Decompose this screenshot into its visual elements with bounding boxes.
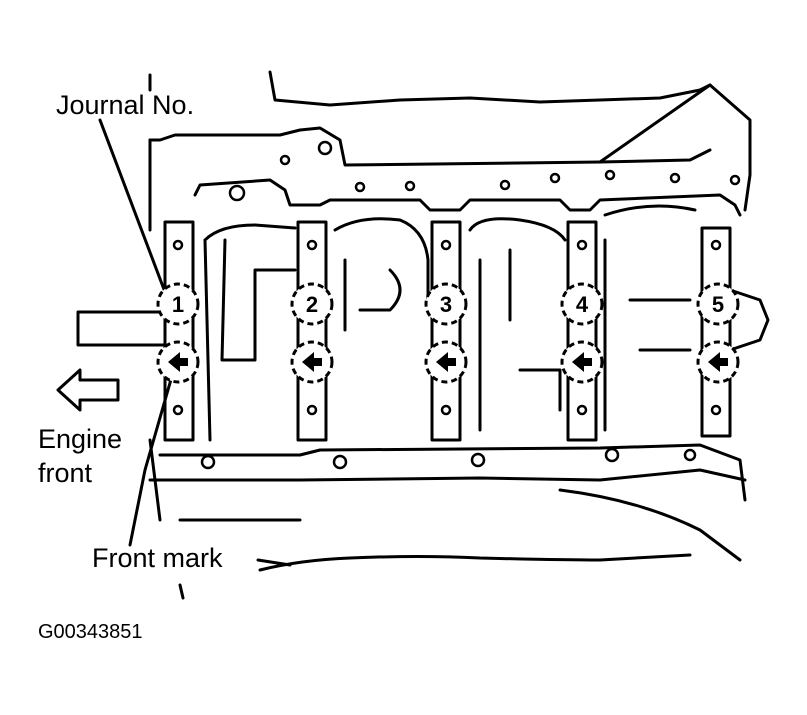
bolt-hole: [440, 404, 452, 416]
bolt-hole: [306, 404, 318, 416]
block-top-outline: [148, 70, 752, 212]
bolt-hole: [404, 180, 416, 192]
bolt-hole: [729, 174, 741, 186]
crank-section-4: [603, 204, 697, 432]
bearing-cap-1: [163, 220, 195, 442]
bolt-hole: [172, 239, 184, 251]
bolt-hole: [710, 239, 722, 251]
bolt-hole: [172, 404, 184, 416]
journal-number-1: 1: [172, 292, 184, 317]
bearing-cap-5: [700, 226, 732, 438]
bolt-hole: [354, 181, 366, 193]
bolt-hole: [683, 448, 697, 462]
bolt-hole: [604, 169, 616, 181]
block-top-inner: [193, 178, 742, 217]
front-mark-arrow-icon: [302, 352, 322, 372]
bolt-hole: [710, 404, 722, 416]
bolt-hole: [576, 404, 588, 416]
crank-rear-flange: [728, 288, 770, 352]
front-mark-arrow-icon: [436, 352, 456, 372]
journal-number-circle-5: [696, 282, 740, 326]
block-lower-outline: [148, 468, 747, 562]
block-bottom-edge: [158, 443, 747, 502]
crank-section-3: [468, 217, 567, 432]
bolt-hole: [317, 140, 333, 156]
bolt-hole: [669, 172, 681, 184]
engine-front-arrow-icon: [56, 368, 120, 412]
block-diagonal: [598, 83, 712, 164]
bolt-hole: [279, 154, 291, 166]
bearing-cap-3: [430, 220, 462, 442]
bolt-hole: [440, 239, 452, 251]
front-mark-arrow-icon: [708, 352, 728, 372]
front-mark-label: Front mark: [92, 543, 223, 573]
journal-number-5: 5: [712, 292, 724, 317]
front-mark-pointer: [256, 558, 292, 567]
bolt-hole: [306, 239, 318, 251]
bolt-hole: [549, 172, 561, 184]
front-mark-leader: [128, 353, 180, 547]
crank-section-2: [333, 217, 430, 332]
bolt-hole: [228, 184, 246, 202]
front-mark-arrow-icon: [572, 352, 592, 372]
journal-number-3: 3: [440, 292, 452, 317]
block-pan-rail: [178, 553, 692, 600]
bolt-hole: [499, 179, 511, 191]
crank-front-snout: [76, 310, 167, 347]
bolt-hole: [332, 454, 348, 470]
journal-number-4: 4: [576, 292, 589, 317]
journal-number-label: Journal No.: [56, 90, 195, 120]
bearing-cap-2: [296, 220, 328, 442]
crank-section-1: [203, 223, 297, 442]
journal-number-circle-3: [424, 282, 468, 326]
bolt-hole: [604, 447, 620, 463]
bolt-hole: [470, 452, 486, 468]
figure-id: G00343851: [38, 621, 143, 643]
journal-number-circle-1: [156, 282, 200, 326]
front-mark-arrow-icon: [168, 352, 188, 372]
engine-front-label: Engine front: [38, 424, 123, 488]
journal-number-2: 2: [306, 292, 318, 317]
journal-number-circle-2: [290, 282, 334, 326]
bearing-cap-4: [566, 220, 598, 442]
bolt-hole: [576, 239, 588, 251]
journal-number-circle-4: [560, 282, 604, 326]
block-upper-edge: [148, 126, 712, 167]
journal-leader: [98, 118, 170, 302]
bolt-hole: [200, 454, 216, 470]
